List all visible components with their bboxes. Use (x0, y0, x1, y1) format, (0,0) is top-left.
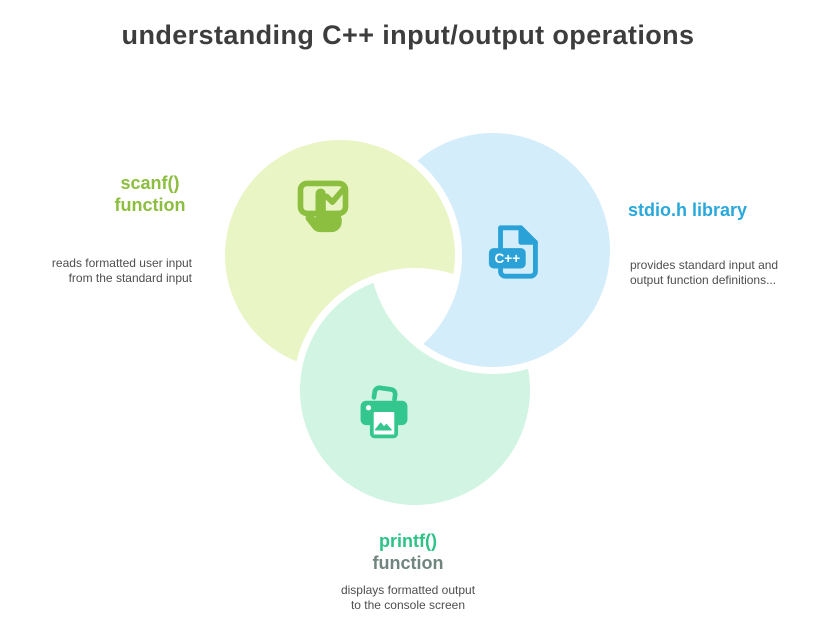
stdio-description: provides standard input and output funct… (630, 258, 810, 287)
printf-label: printf() function (316, 530, 500, 574)
printf-label-type: function (372, 553, 444, 573)
printf-description: displays formatted output to the console… (316, 583, 500, 612)
tap-check-icon (297, 180, 349, 233)
scanf-label: scanf() function (58, 172, 242, 216)
printf-circle (300, 275, 530, 505)
printer-icon (360, 385, 408, 439)
scanf-description: reads formatted user input from the stan… (18, 256, 192, 285)
diagram-title: understanding C++ input/output operation… (121, 20, 695, 50)
cpp-badge-label: C++ (495, 251, 521, 266)
printf-label-name: printf() (379, 531, 437, 551)
stdio-label-name: stdio.h library (628, 200, 748, 220)
printf-description-line1: displays formatted output (340, 583, 476, 597)
cpp-file-icon: C++ (488, 225, 538, 279)
printf-description-line2: to the console screen (350, 597, 466, 612)
stdio-description-line1: provides standard input and (630, 258, 779, 272)
scanf-description-line1: reads formatted user input (51, 256, 192, 270)
scanf-description-line2: from the standard input (68, 270, 192, 285)
stdio-label: stdio.h library (628, 199, 808, 221)
stdio-description-line2: output function definitions... (630, 272, 777, 287)
scanf-label-name: scanf() (120, 173, 180, 193)
scanf-label-type: function (114, 195, 186, 215)
